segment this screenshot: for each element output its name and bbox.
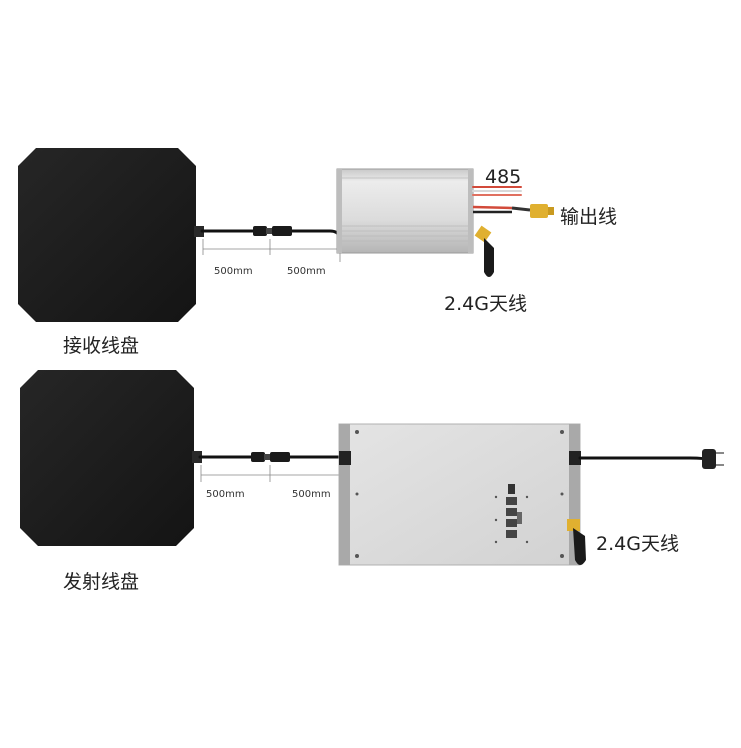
- receiver-cable-connector: [253, 226, 292, 236]
- transmitter-antenna-label: 2.4G天线: [596, 533, 679, 555]
- receiver-section: [18, 148, 554, 322]
- receiver-coil-cable-gland: [194, 226, 204, 237]
- transmitter-cable-length-2: 500mm: [292, 489, 331, 500]
- receiver-coil: [18, 148, 196, 322]
- transmitter-cable-length-1: 500mm: [206, 489, 245, 500]
- receiver-antenna-label: 2.4G天线: [444, 293, 527, 315]
- receiver-cable-length-2: 500mm: [287, 266, 326, 277]
- receiver-output-connector: [530, 204, 548, 218]
- receiver-cable-length-1: 500mm: [214, 266, 253, 277]
- transmitter-antenna: [567, 519, 586, 565]
- receiver-output-label: 输出线: [560, 206, 618, 228]
- receiver-output-cable: [472, 204, 554, 218]
- receiver-485-label: 485: [485, 166, 522, 188]
- transmitter-panel-ports: [494, 484, 529, 544]
- receiver-box: [336, 168, 474, 254]
- transmitter-coil-cable-gland: [192, 451, 202, 463]
- transmitter-dimension-lines: [200, 465, 351, 488]
- transmitter-section: [20, 370, 724, 566]
- receiver-antenna: [474, 225, 494, 277]
- receiver-coil-label: 接收线盘: [63, 335, 140, 357]
- transmitter-coil: [20, 370, 194, 546]
- receiver-485-wires: [472, 186, 522, 196]
- transmitter-coil-label: 发射线盘: [63, 571, 140, 593]
- transmitter-box: [338, 423, 581, 566]
- transmitter-cable-connector: [251, 452, 290, 462]
- receiver-dimension-lines: [202, 239, 341, 262]
- power-plug: [702, 449, 716, 469]
- transmitter-power-cable: [578, 449, 724, 469]
